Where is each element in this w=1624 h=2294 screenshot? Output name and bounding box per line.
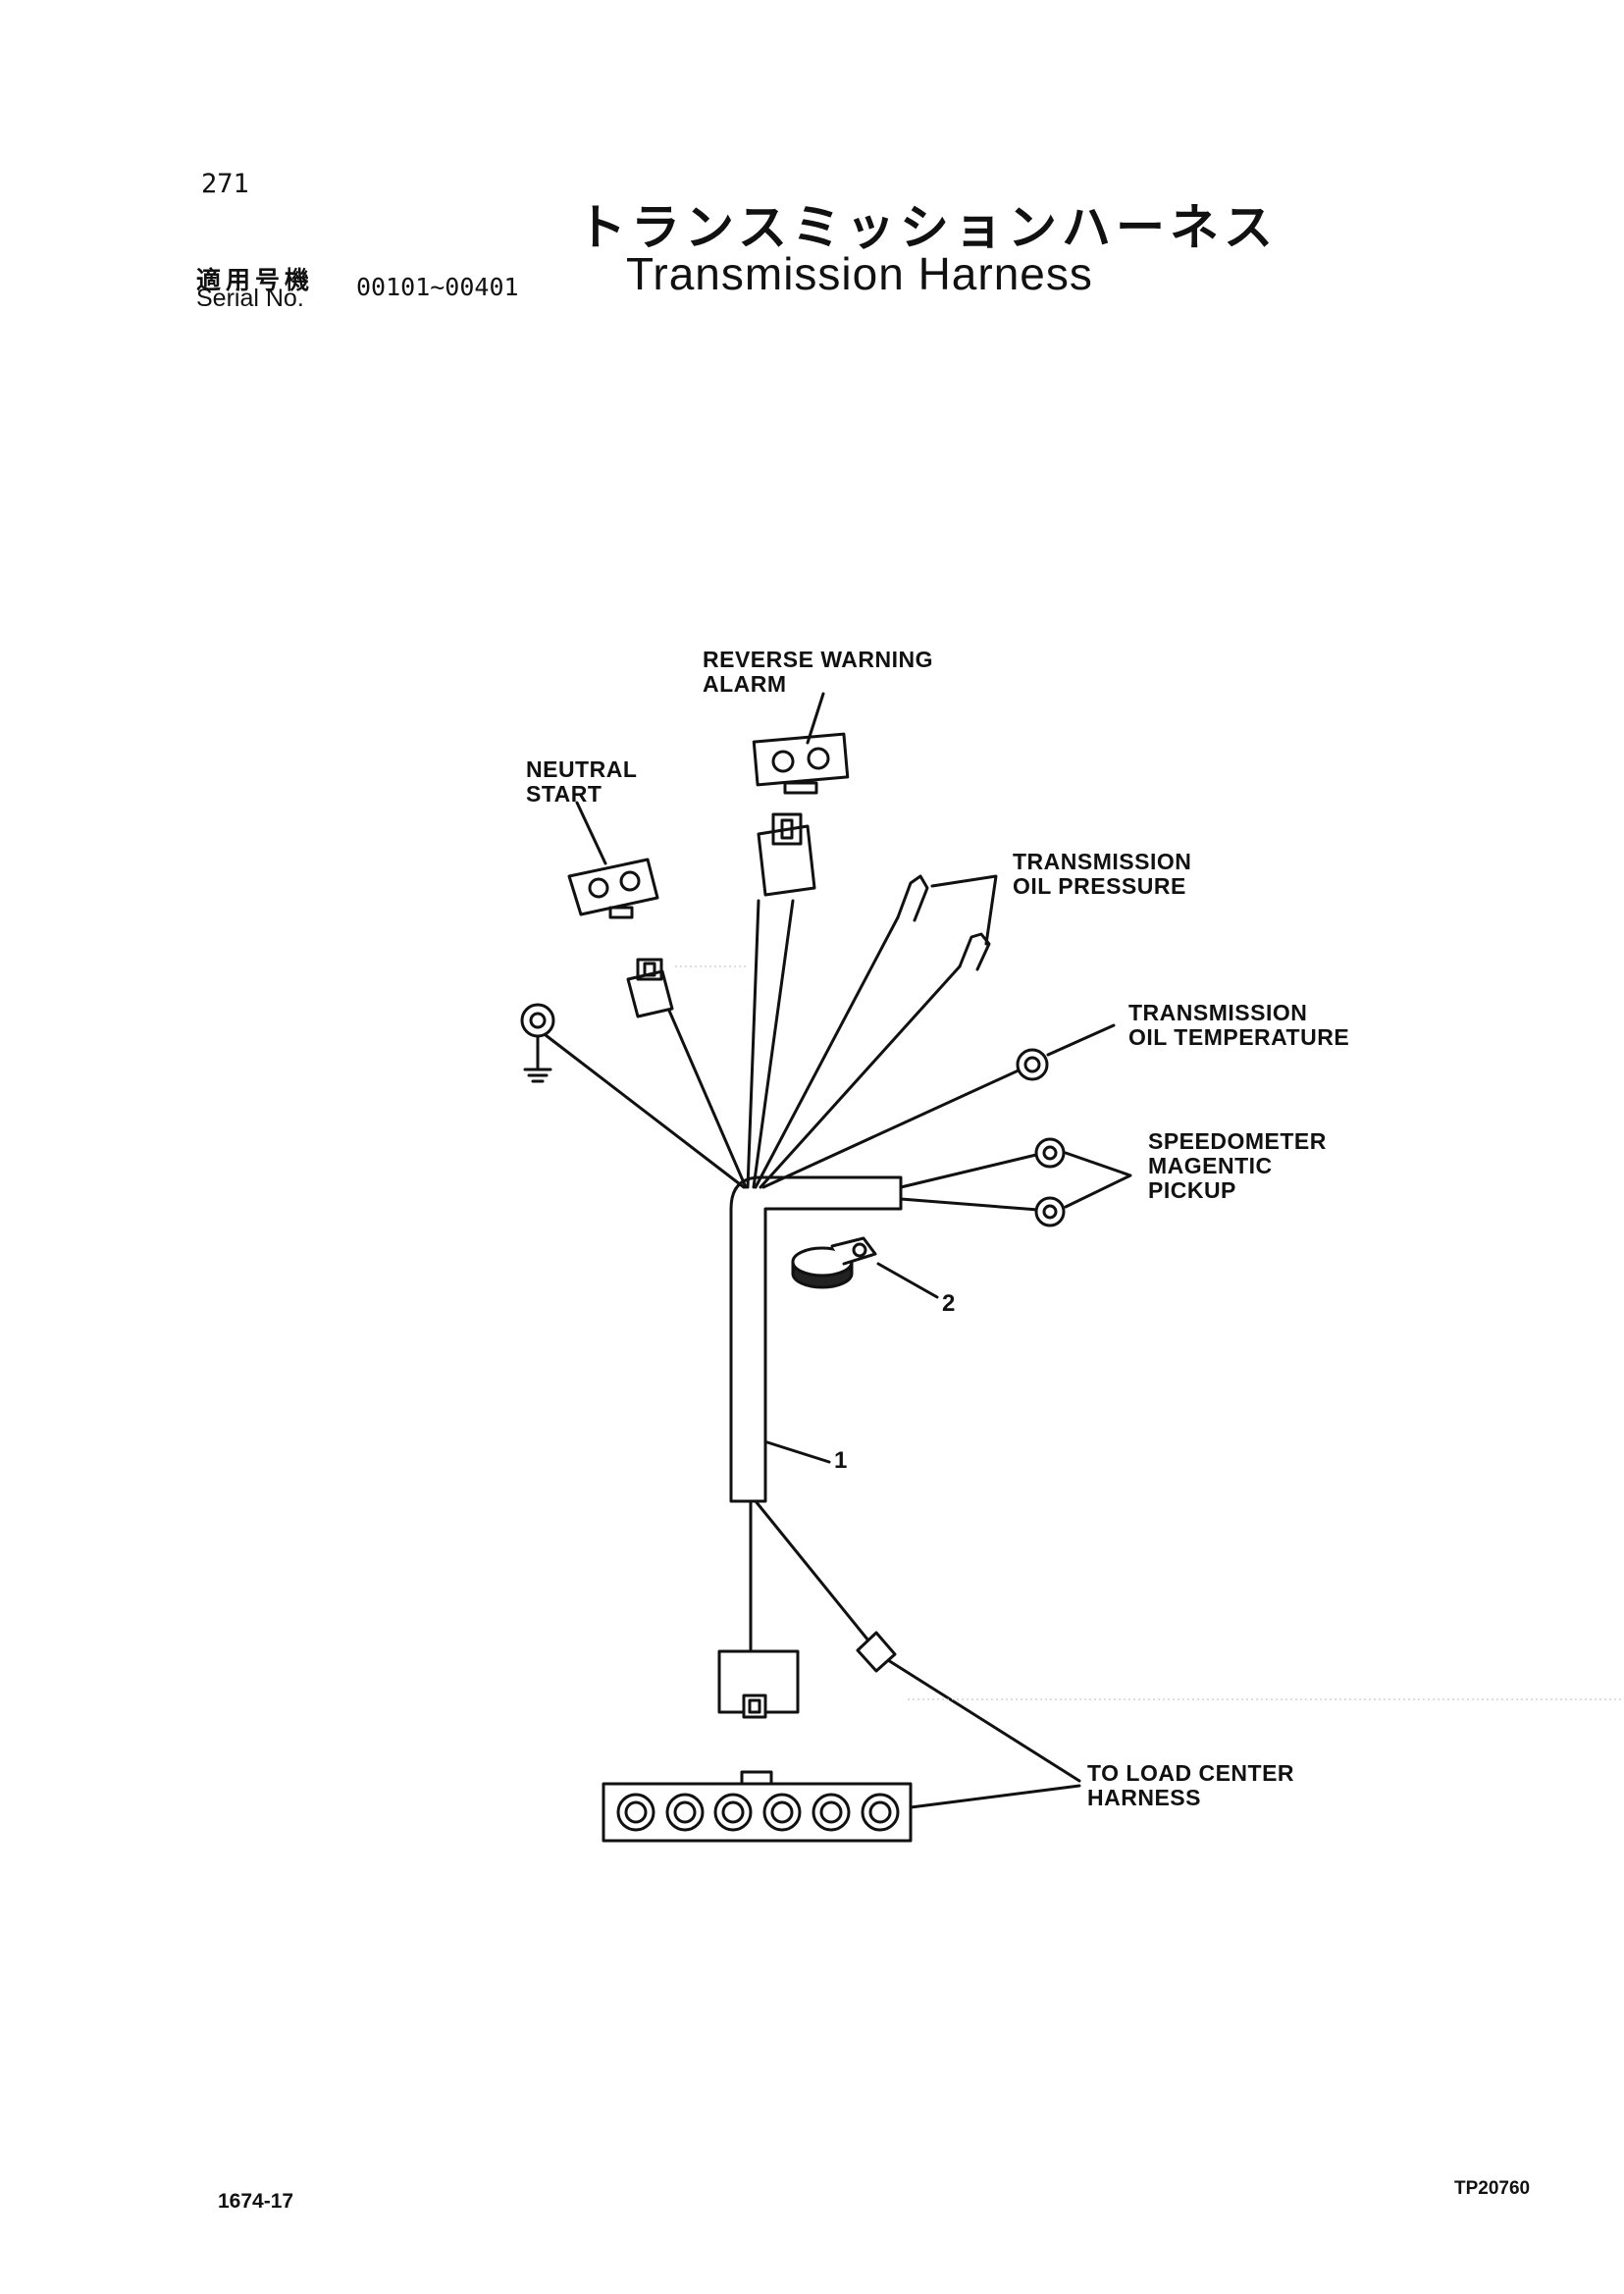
wire-speedometer-b xyxy=(899,1197,1040,1212)
part-number-harness: 1 xyxy=(834,1447,848,1474)
wire-load-center-diag xyxy=(754,1499,870,1642)
harness-clamp xyxy=(791,1236,877,1289)
neutral-start-switch xyxy=(567,858,659,919)
inline-diamond-connector xyxy=(856,1631,897,1673)
label-oil-pressure-line2: OIL PRESSURE xyxy=(1013,873,1186,899)
document-code: 1674-17 xyxy=(218,2190,294,2213)
speedometer-leader xyxy=(1064,1151,1132,1209)
label-load-center-line2: HARNESS xyxy=(1087,1785,1201,1810)
label-speedometer-line1: SPEEDOMETER xyxy=(1148,1128,1327,1154)
lower-block-connector xyxy=(717,1649,800,1719)
wire-load-center-up xyxy=(886,1658,1081,1783)
label-neutral-start-line1: NEUTRAL xyxy=(526,756,638,782)
wire-reverse-alarm-a xyxy=(746,899,760,1189)
label-reverse-warning-line1: REVERSE WARNING xyxy=(703,647,933,672)
label-oil-temperature-line2: OIL TEMPERATURE xyxy=(1128,1024,1350,1050)
neutral-start-leader xyxy=(575,801,607,865)
oil-pressure-leader xyxy=(930,874,998,946)
oil-pressure-terminal-a xyxy=(896,874,929,922)
serial-label-english: Serial No. xyxy=(196,285,304,312)
reverse-warning-connector xyxy=(757,812,816,897)
label-oil-pressure-line1: TRANSMISSION xyxy=(1013,849,1192,874)
load-center-connector xyxy=(602,1770,913,1843)
wire-oil-pressure-a xyxy=(754,915,900,1189)
title-english: Transmission Harness xyxy=(626,248,1093,299)
wire-ground xyxy=(544,1033,746,1189)
wire-oil-pressure-b xyxy=(759,965,962,1189)
wire-neutral-start xyxy=(667,1009,748,1189)
speedometer-terminal-a xyxy=(1034,1137,1066,1169)
label-reverse-warning-line2: ALARM xyxy=(703,671,787,697)
wire-speedometer-a xyxy=(899,1152,1042,1189)
serial-range: 00101~00401 xyxy=(356,273,519,301)
ground-terminal xyxy=(520,1003,555,1083)
reverse-warning-leader xyxy=(806,692,825,745)
harness-main-body xyxy=(729,1175,903,1503)
label-oil-temperature-line1: TRANSMISSION xyxy=(1128,1000,1308,1025)
clamp-leader xyxy=(876,1262,939,1299)
reverse-warning-alarm xyxy=(752,732,850,795)
speedometer-terminal-b xyxy=(1034,1196,1066,1227)
serial-label-japanese: 適用号機 xyxy=(196,266,315,294)
oil-temperature-terminal xyxy=(1016,1048,1049,1081)
title-japanese: トランスミッションハーネス xyxy=(577,199,1278,256)
oil-temperature-leader xyxy=(1046,1023,1116,1057)
drawing-code: TP20760 xyxy=(1454,2178,1531,2199)
harness-leader xyxy=(765,1440,831,1464)
oil-pressure-terminal-b xyxy=(958,932,991,971)
neutral-start-connector xyxy=(626,958,674,1018)
wire-reverse-alarm-b xyxy=(752,899,795,1189)
label-speedometer-line2: MAGENTIC xyxy=(1148,1153,1273,1178)
wire-load-center-low xyxy=(909,1784,1081,1809)
label-speedometer-line3: PICKUP xyxy=(1148,1177,1236,1203)
wire-oil-temp xyxy=(761,1068,1022,1189)
label-load-center-line1: TO LOAD CENTER xyxy=(1087,1760,1295,1786)
part-number-clamp: 2 xyxy=(942,1290,956,1317)
label-neutral-start-line2: START xyxy=(526,781,602,807)
page-number: 271 xyxy=(201,169,249,199)
